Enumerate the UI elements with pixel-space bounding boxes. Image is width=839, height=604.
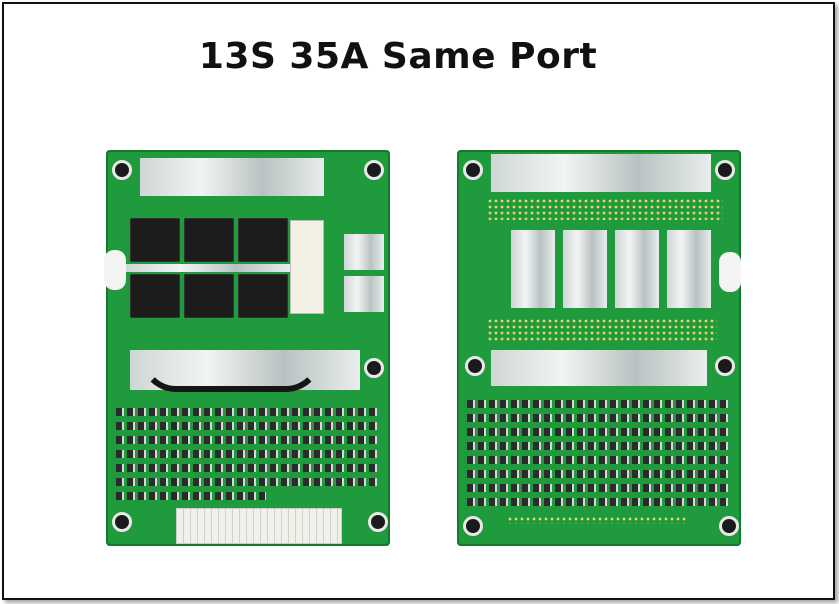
fuse-cable [140,320,322,392]
mosfet [130,274,180,318]
balance-resistor-row [116,492,266,500]
mosfet [184,218,234,262]
control-circuit-row [467,484,729,492]
mosfet-pad [511,230,555,308]
mounting-hole [715,356,735,376]
balance-resistor-row [116,408,378,416]
mosfet-pad [667,230,711,308]
mounting-hole [112,160,132,180]
p-terminal-slot [719,252,741,292]
thermal-fuse [290,220,324,314]
product-title: 13S 35A Same Port [198,36,598,77]
balance-resistor-row [116,464,378,472]
mounting-hole [364,358,384,378]
mounting-hole [719,516,739,536]
control-circuit-row [467,456,729,464]
balance-resistor-row [116,450,378,458]
mounting-hole [112,512,132,532]
pcb-board-front [104,150,390,546]
control-circuit-row [467,470,729,478]
mosfet-pad [563,230,607,308]
mounting-hole [715,160,735,180]
control-circuit-row [467,414,729,422]
via-array [487,318,717,342]
mounting-hole [463,516,483,536]
b-busbar-pad [491,350,707,386]
control-circuit-row [467,400,729,408]
balance-resistor-row [116,422,378,430]
mosfet-pad [615,230,659,308]
control-circuit-row [467,442,729,450]
balance-resistor-row [116,436,378,444]
top-busbar-pad [491,154,711,192]
mosfet [238,218,288,262]
mosfet [184,274,234,318]
mounting-hole [463,160,483,180]
mosfet [130,218,180,262]
top-busbar-pad [140,158,324,196]
p-terminal-slot [104,250,126,290]
c-terminal-pad [344,234,384,270]
balance-wire-connector [176,508,342,544]
control-circuit-row [467,428,729,436]
balance-wire-through-holes [507,516,687,524]
pcb-board-back [457,150,741,546]
mounting-hole [364,160,384,180]
balance-resistor-row [116,478,378,486]
mounting-hole [368,512,388,532]
via-array [487,198,723,220]
p-terminal-pad [344,276,384,312]
mosfet-bus-strip [126,264,292,272]
mounting-hole [465,356,485,376]
mosfet [238,274,288,318]
control-circuit-row [467,498,729,506]
